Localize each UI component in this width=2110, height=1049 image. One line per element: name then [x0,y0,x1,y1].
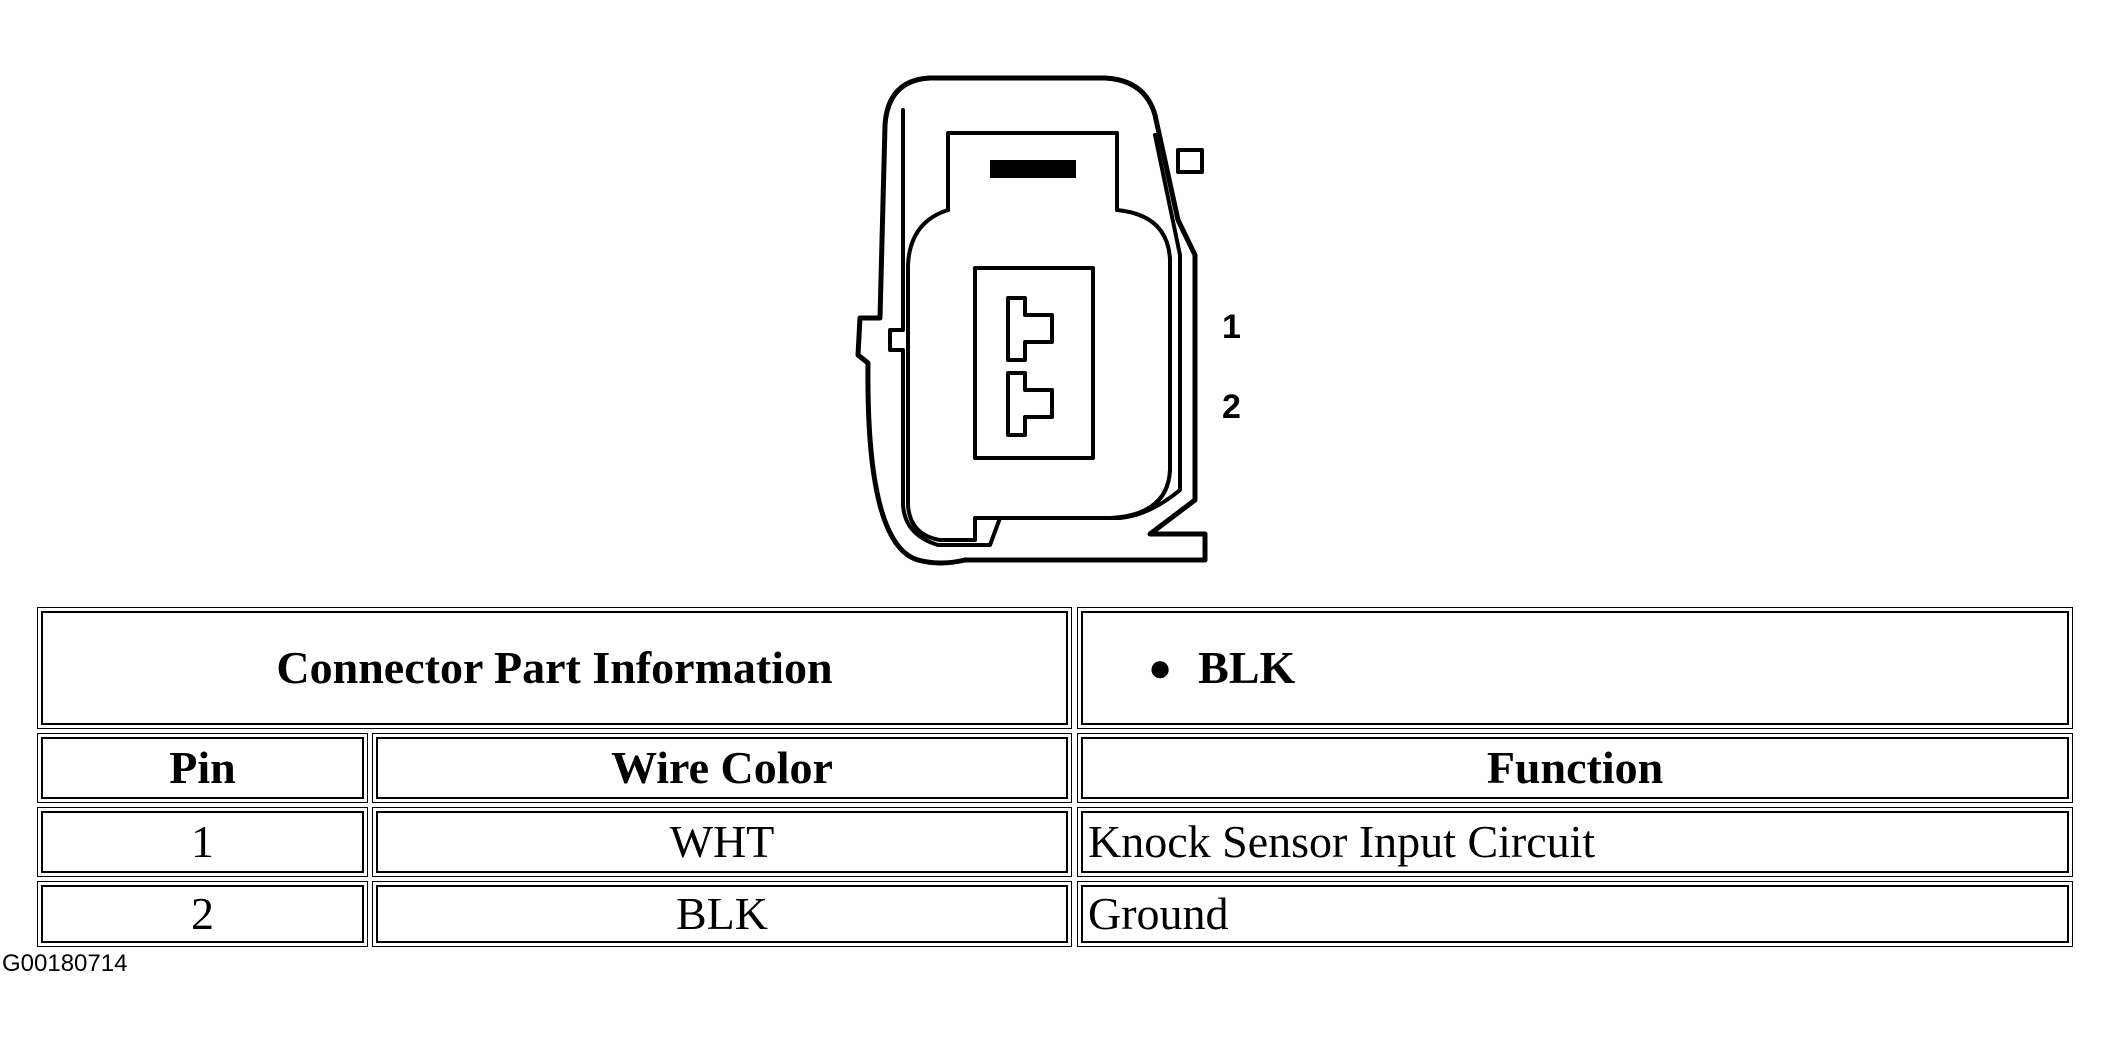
table-row-2-pin-cell: 2 [37,881,368,947]
terminal-cavity-1 [1006,296,1054,362]
pin-label-1: 1 [1222,308,1241,346]
pin-label-2: 2 [1222,388,1241,426]
key-slot [946,131,1119,212]
row-2-pin: 2 [191,888,214,939]
table-row-1-pin-cell: 1 [37,807,368,877]
table-row-2-wire-color-cell: BLK [372,881,1072,947]
row-2-function: Ground [1088,888,1229,939]
mating-face-cavity [906,208,1172,542]
row-1-wire-color: WHT [669,816,775,867]
table-row-2-function-cell: Ground [1077,881,2073,947]
part-info-label-cell: Connector Part Information [37,607,1072,729]
part-info-value-cell: ● BLK [1077,607,2073,729]
table-row-1-function-cell: Knock Sensor Input Circuit [1077,807,2073,877]
table-row-1-wire-color-cell: WHT [372,807,1072,877]
terminal-block [973,266,1095,460]
header-function: Function [1486,742,1664,793]
header-pin-cell: Pin [37,733,368,803]
latch-tab [1176,148,1204,174]
figure-id: G00180714 [2,950,128,977]
row-1-pin: 1 [191,816,214,867]
bullet-icon: ● [1148,645,1173,690]
part-info-value: BLK [1198,642,1296,693]
row-2-wire-color: BLK [676,888,768,939]
connector-face-diagram [855,75,1208,566]
connector-housing-outline [855,75,1208,566]
part-info-label: Connector Part Information [276,642,833,693]
terminal-cavity-2 [1006,371,1054,437]
header-pin: Pin [169,742,236,793]
row-1-function: Knock Sensor Input Circuit [1088,816,1596,867]
connector-inner-outline [888,108,1182,547]
key-slot-bar [990,160,1076,178]
header-wire-color: Wire Color [611,742,833,793]
header-function-cell: Function [1077,733,2073,803]
header-wire-color-cell: Wire Color [372,733,1072,803]
